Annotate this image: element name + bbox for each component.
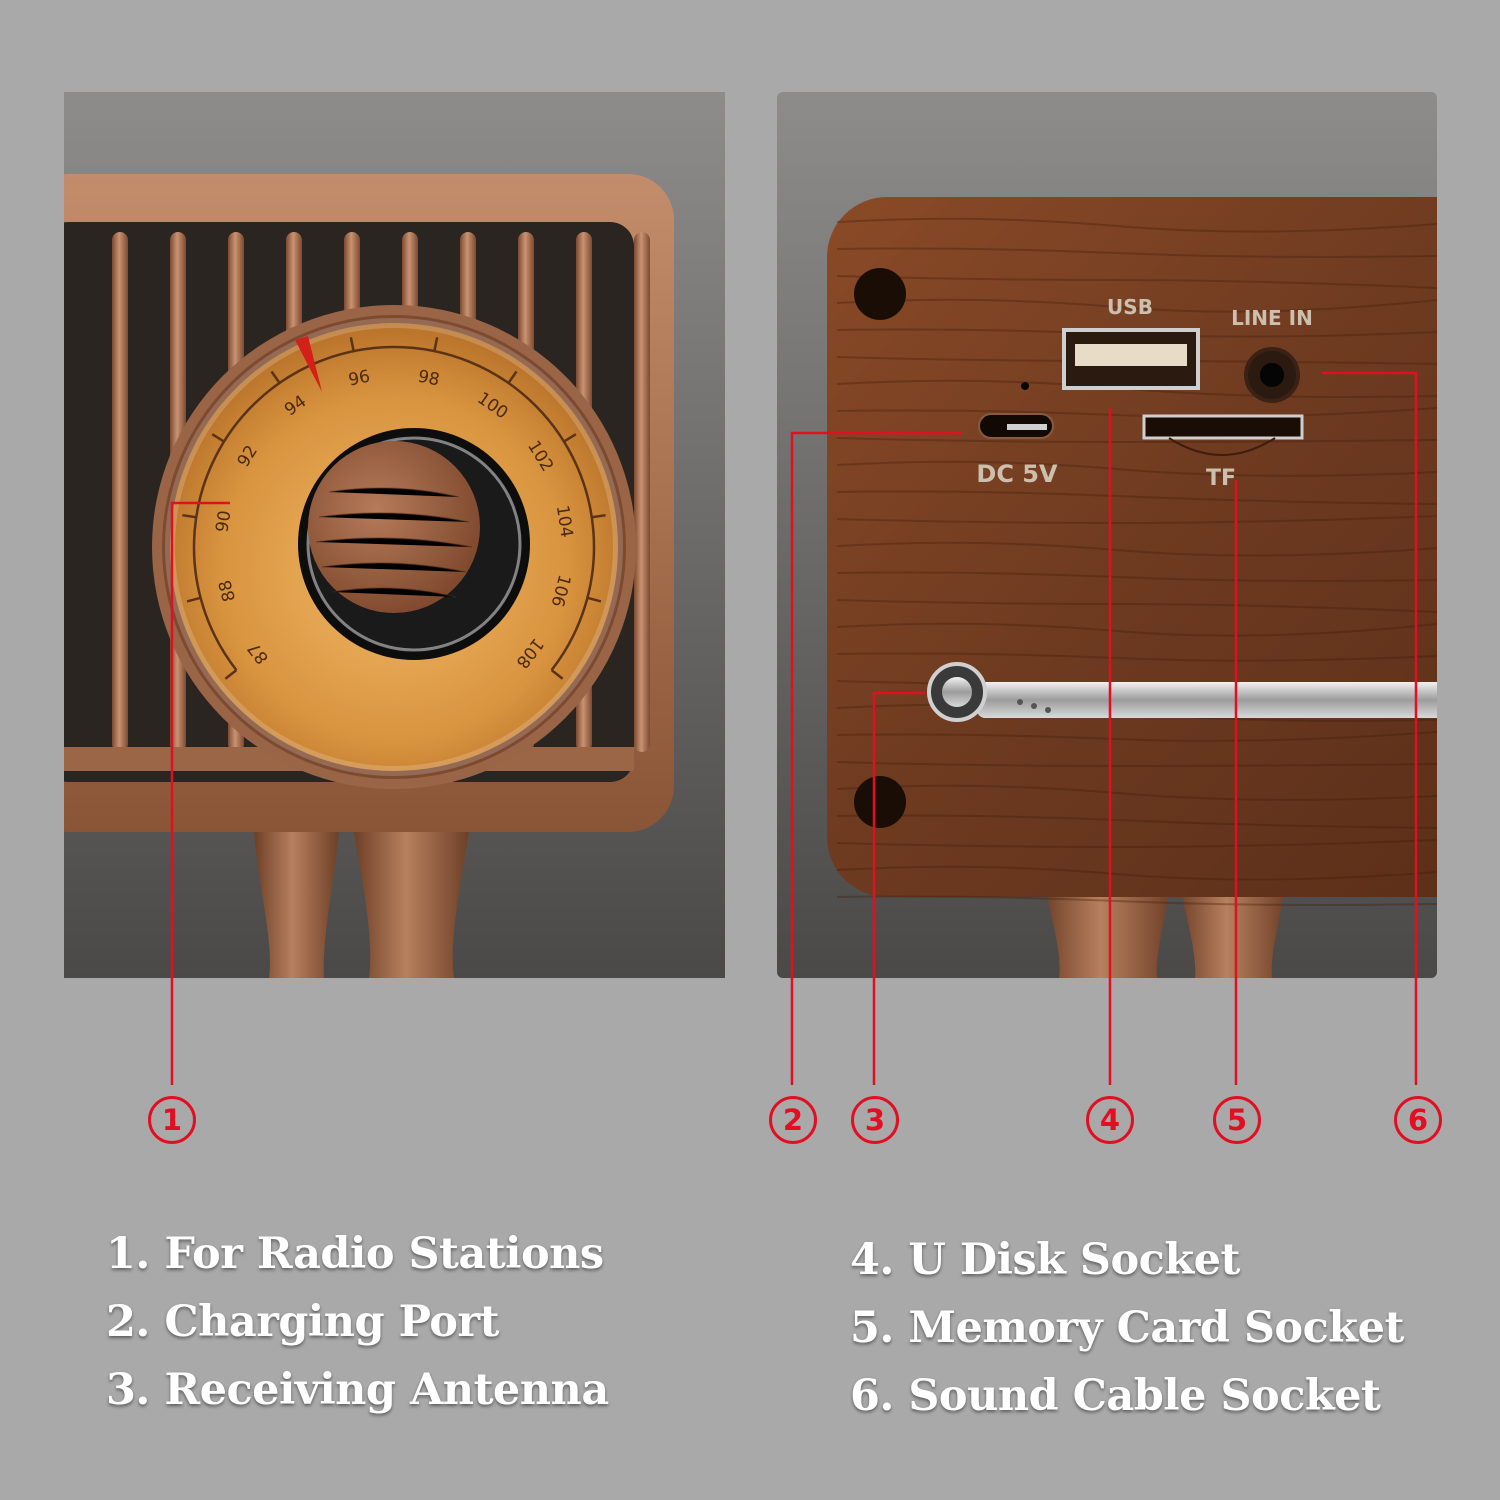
dial-tick <box>563 433 577 443</box>
callout-badge-6: 6 <box>1394 1096 1442 1144</box>
callout-badge-1: 1 <box>148 1096 196 1144</box>
radio-leg <box>254 832 339 978</box>
legend-item-radio-stations: 1. For Radio Stations <box>106 1229 604 1279</box>
grille-bar <box>112 232 128 752</box>
grille-bar <box>634 232 650 752</box>
dial-tick <box>507 370 518 384</box>
screw-hole <box>854 776 906 828</box>
radio-leg <box>1042 872 1172 978</box>
dial-tick <box>550 669 564 680</box>
knob-wood-grain <box>315 487 473 598</box>
dial-tick <box>349 337 355 352</box>
callout-badge-5: 5 <box>1213 1096 1261 1144</box>
dial-number: 90 <box>212 509 235 533</box>
radio-back-illustration: USB LINE IN DC 5V TF <box>827 197 1437 978</box>
legend-item-sound-cable-socket: 6. Sound Cable Socket <box>850 1371 1381 1421</box>
dc-label: DC 5V <box>976 460 1058 488</box>
wood-grain-line <box>836 298 1437 313</box>
dial-pointer <box>295 336 322 392</box>
legend-left: 1. For Radio Stations 2. Charging Port 3… <box>106 1220 609 1424</box>
screw-hole <box>854 268 906 320</box>
legend-item-u-disk-socket: 4. U Disk Socket <box>850 1235 1240 1285</box>
line-in-hole <box>1260 363 1284 387</box>
dial-glass-rim <box>165 318 623 776</box>
line-in-label: LINE IN <box>1231 306 1313 330</box>
callout-badge-3: 3 <box>851 1096 899 1144</box>
antenna-dot <box>1031 703 1037 709</box>
callout-badge-2: 2 <box>769 1096 817 1144</box>
radio-leg <box>1177 872 1287 978</box>
callout-badge-4: 4 <box>1086 1096 1134 1144</box>
dial-tick <box>587 596 602 603</box>
memory-card-slot-notch <box>1168 437 1276 456</box>
wood-grain-line <box>836 247 1437 258</box>
dial-number: 96 <box>347 367 372 391</box>
legend-item-receiving-antenna: 3. Receiving Antenna <box>106 1365 609 1415</box>
legend-item-memory-card-socket: 5. Memory Card Socket <box>850 1303 1404 1353</box>
antenna-dot <box>1045 707 1051 713</box>
usb-label: USB <box>1107 295 1153 319</box>
legend-right: 4. U Disk Socket 5. Memory Card Socket 6… <box>850 1226 1404 1430</box>
charging-port-contacts <box>1007 424 1047 430</box>
tf-label: TF <box>1206 466 1236 491</box>
antenna-dot <box>1017 699 1023 705</box>
back-photo-panel: USB LINE IN DC 5V TF <box>777 92 1437 978</box>
indicator-hole <box>1021 382 1029 390</box>
dial-number: 104 <box>552 504 577 539</box>
usb-socket-tongue <box>1075 344 1187 366</box>
dial-tick <box>591 513 606 519</box>
wood-grain-line <box>836 217 1437 233</box>
dial-tick <box>433 337 439 352</box>
memory-card-slot <box>1142 414 1304 440</box>
antenna-pivot-cap <box>942 677 972 707</box>
radio-leg <box>354 832 469 978</box>
wood-grain-line <box>836 275 1437 289</box>
tuning-knob[interactable] <box>308 441 480 613</box>
dial-tick <box>270 370 281 384</box>
antenna-rod <box>977 682 1437 718</box>
dial-number: 98 <box>416 367 441 391</box>
dial-tick <box>211 433 225 443</box>
legend-item-charging-port: 2. Charging Port <box>106 1297 499 1347</box>
